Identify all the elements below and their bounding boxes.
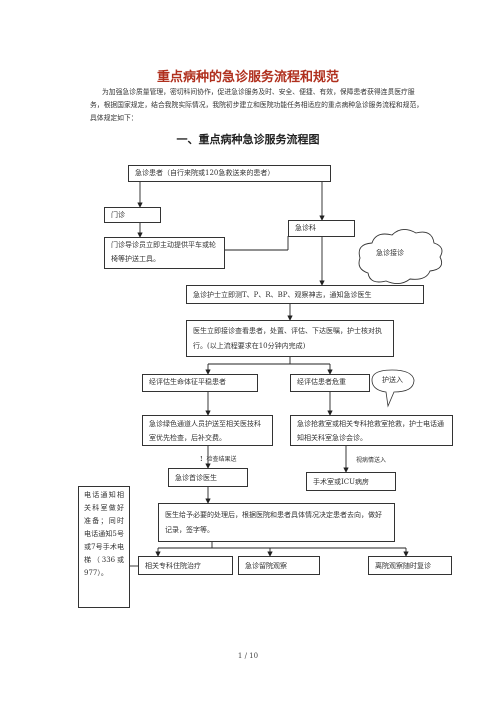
clinic-guide-box: 门诊导诊员立即主动提供平车或轮椅等护送工具。 [104,237,225,269]
section-heading: 一、重点病种急诊服务流程图 [176,133,320,146]
green-channel-text: 急诊绿色通道人员护送至相关医技科室优先检查，后补交费。 [149,420,261,442]
surgery-icu-box: 手术室或ICU病房 [306,472,396,491]
decision-text: 医生给予必要的处理后，根据医院和患者具体情况决定患者去向，做好记录，签字等。 [165,511,382,534]
doctor-exam-text: 医生立即接诊查看患者，处置、评估、下达医嘱，护士核对执行。(以上流程要求在10分… [193,327,382,350]
patient-text: 急诊患者（自行来院或120急救送来的患者） [135,169,275,177]
stable-box: 经评估生命体征平稳患者 [142,374,258,392]
side-note-box: 电话通知相关科室做好准备；同时电话通知5号或7号手术电梯（336或977）。 [78,486,130,608]
er-box: 急诊科 [288,220,355,237]
leave-text: 离院观察随时复诊 [375,562,431,570]
er-receive-cloud [358,229,443,284]
rescue-box: 急诊抢救室或相关专科抢救室抢救，护士电话通知相关科室急诊会诊。 [290,415,453,446]
critical-text: 经评估患者危重 [297,378,346,386]
first-doctor-text: 急诊首诊医生 [175,474,217,482]
nurse-text: 急诊护士立即测T、P、R、BP、观察神志，通知急诊医生 [193,291,372,299]
leave-box: 离院观察随时复诊 [368,556,452,575]
nurse-box: 急诊护士立即测T、P、R、BP、观察神志，通知急诊医生 [186,285,424,304]
intro-paragraph: 为加强急诊质量管理，密切科间协作，促进急诊服务及时、安全、便捷、有效，保障患者获… [90,88,424,122]
side-note-text: 电话通知相关科室做好准备；同时电话通知5号或7号手术电梯（336或977）。 [84,491,124,577]
page-number: 1 / 10 [237,652,259,660]
check-result-label: ! 检查结果送 [200,456,237,463]
critical-box: 经评估患者危重 [290,374,370,392]
document-title: 重点病种的急诊服务流程和规范 [156,70,339,85]
escort-in-label: 护送入 [382,376,403,384]
decision-box: 医生给予必要的处理后，根据医院和患者具体情况决定患者去向，做好记录，签字等。 [158,503,395,542]
er-text: 急诊科 [295,224,316,232]
clinic-box: 门诊 [104,207,161,223]
ward-box: 相关专科住院治疗 [138,556,233,575]
condition-to-label: 视病情送入 [356,457,387,464]
green-channel-box: 急诊绿色通道人员护送至相关医技科室优先检查，后补交费。 [142,415,273,446]
first-doctor-box: 急诊首诊医生 [168,468,248,487]
er-receive-label: 急诊接诊 [376,249,404,257]
doctor-exam-box: 医生立即接诊查看患者，处置、评估、下达医嘱，护士核对执行。(以上流程要求在10分… [186,320,394,357]
surgery-icu-text: 手术室或ICU病房 [313,478,370,486]
check-result-text: 检查结果送 [206,456,237,463]
ward-text: 相关专科住院治疗 [145,562,201,570]
observe-text: 急诊留院观察 [245,562,287,570]
stable-text: 经评估生命体征平稳患者 [149,378,226,386]
observe-box: 急诊留院观察 [238,556,320,575]
clinic-guide-text: 门诊导诊员立即主动提供平车或轮椅等护送工具。 [111,241,216,263]
clinic-text: 门诊 [111,211,125,219]
patient-box: 急诊患者（自行来院或120急救送来的患者） [128,165,331,182]
escort-callout [371,369,415,408]
rescue-text: 急诊抢救室或相关专科抢救室抢救，护士电话通知相关科室急诊会诊。 [297,420,444,442]
